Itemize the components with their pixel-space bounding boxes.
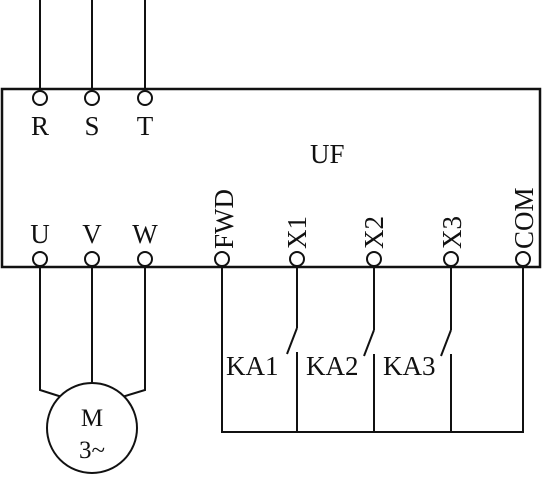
terminal-label-x1: X1 — [282, 216, 312, 249]
relay-label-ka1: KA1 — [226, 351, 279, 381]
terminal-com — [515, 251, 531, 267]
motor-wire-w — [121, 265, 146, 398]
ka2-contact — [363, 329, 375, 357]
ka3-contact — [440, 329, 452, 357]
motor-symbol — [46, 382, 138, 474]
terminal-label-w: W — [132, 219, 158, 249]
terminal-label-x2: X2 — [359, 216, 389, 249]
fwd-wire — [221, 265, 524, 433]
inverter-name: UF — [310, 139, 345, 169]
terminal-x3 — [443, 251, 459, 267]
motor-wire-u — [39, 265, 63, 398]
terminal-label-r: R — [31, 111, 49, 141]
terminal-u — [32, 251, 48, 267]
terminal-fwd — [214, 251, 230, 267]
inverter-box — [0, 87, 542, 269]
ka1-contact — [286, 327, 298, 355]
relay-label-ka3: KA3 — [383, 351, 436, 381]
terminal-x1 — [289, 251, 305, 267]
terminal-t — [137, 90, 153, 106]
terminal-s — [84, 90, 100, 106]
motor-label: M — [81, 405, 103, 432]
terminal-v — [84, 251, 100, 267]
terminal-label-fwd: FWD — [209, 189, 239, 249]
terminal-x2 — [366, 251, 382, 267]
terminal-label-u: U — [30, 219, 50, 249]
motor-phase: 3~ — [79, 437, 105, 464]
terminal-label-com: COM — [509, 187, 539, 249]
terminal-label-x3: X3 — [437, 216, 467, 249]
terminal-label-v: V — [82, 219, 102, 249]
terminal-label-s: S — [84, 111, 99, 141]
terminal-r — [32, 90, 48, 106]
relay-label-ka2: KA2 — [306, 351, 359, 381]
terminal-label-t: T — [137, 111, 154, 141]
terminal-w — [137, 251, 153, 267]
